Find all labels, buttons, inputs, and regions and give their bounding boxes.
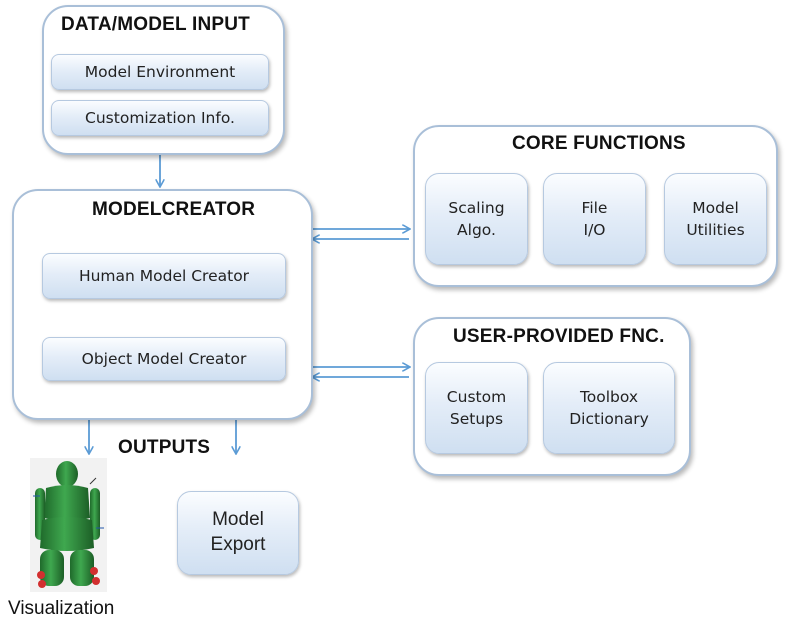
model-environment-box: Model Environment	[51, 54, 269, 90]
toolbox-dictionary-box: Toolbox Dictionary	[543, 362, 675, 454]
file-io-box: File I/O	[543, 173, 646, 265]
user-provided-fnc-title: USER-PROVIDED FNC.	[453, 326, 665, 347]
custom-setups-box: Custom Setups	[425, 362, 528, 454]
data-model-input-title: DATA/MODEL INPUT	[61, 14, 250, 35]
human-model-creator-box: Human Model Creator	[42, 253, 286, 299]
model-utilities-box: Model Utilities	[664, 173, 767, 265]
model-export-box: Model Export	[177, 491, 299, 575]
scaling-algo-box: Scaling Algo.	[425, 173, 528, 265]
core-functions-title: CORE FUNCTIONS	[512, 133, 686, 154]
object-model-creator-box: Object Model Creator	[42, 337, 286, 381]
outputs-title: OUTPUTS	[118, 437, 211, 458]
humanoid-figure-image	[30, 458, 107, 592]
customization-info-box: Customization Info.	[51, 100, 269, 136]
modelcreator-panel	[12, 189, 313, 420]
visualization-label: Visualization	[8, 598, 115, 619]
modelcreator-title: MODELCREATOR	[92, 199, 256, 220]
